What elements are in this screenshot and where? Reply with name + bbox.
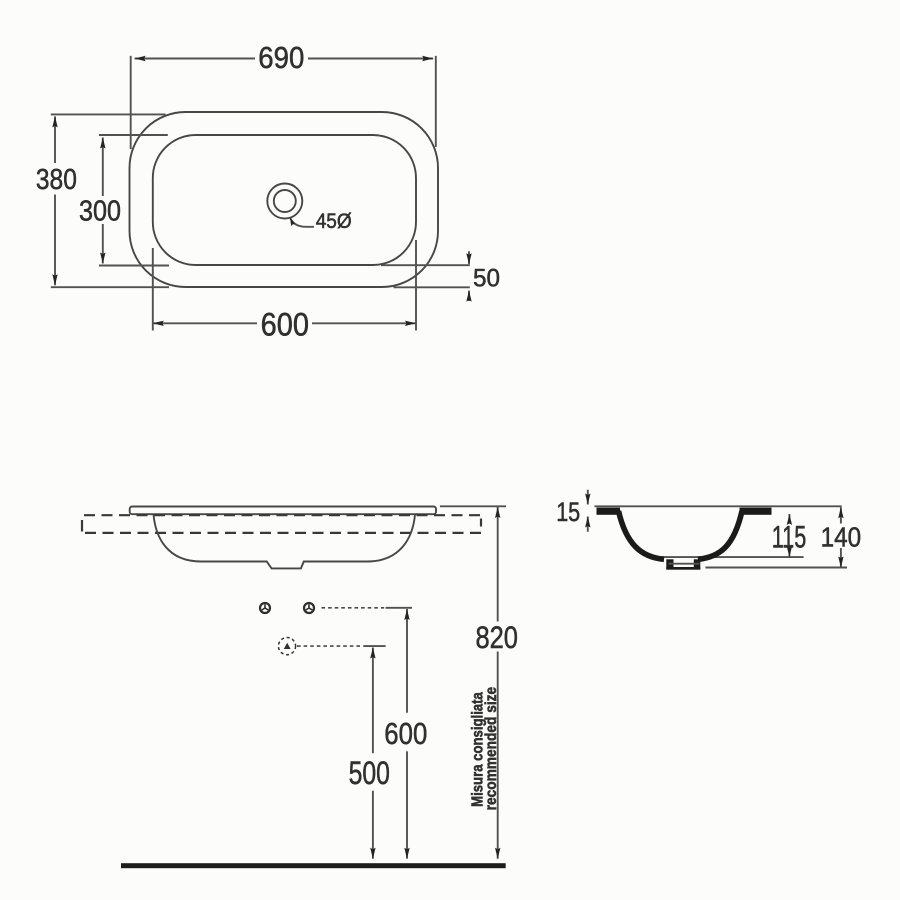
svg-text:recommended size: recommended size [483, 687, 500, 811]
svg-text:Misura consigliata: Misura consigliata [470, 692, 487, 807]
svg-text:820: 820 [475, 619, 518, 655]
svg-text:115: 115 [772, 519, 807, 555]
svg-text:50: 50 [473, 265, 500, 293]
svg-text:500: 500 [349, 755, 390, 791]
svg-text:45Ø: 45Ø [316, 209, 352, 233]
svg-text:600: 600 [384, 716, 427, 751]
svg-text:690: 690 [258, 40, 304, 75]
svg-text:300: 300 [79, 196, 121, 228]
svg-text:380: 380 [36, 164, 77, 196]
svg-text:15: 15 [556, 497, 580, 527]
svg-text:140: 140 [821, 522, 862, 553]
svg-text:600: 600 [261, 307, 309, 343]
